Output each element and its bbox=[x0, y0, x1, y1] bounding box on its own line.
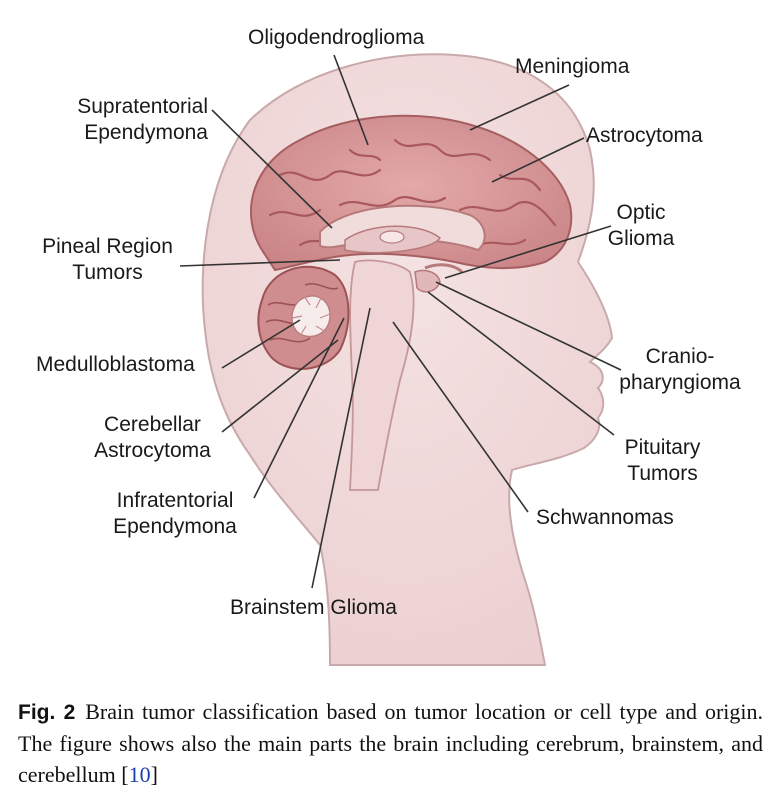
label-supratentorial-line1: Supratentorial bbox=[77, 95, 208, 118]
caption-label: Fig. 2 bbox=[18, 701, 76, 724]
label-optic-line1: Optic bbox=[616, 201, 666, 224]
caption-close-bracket: ] bbox=[150, 762, 158, 787]
caption-reference-link[interactable]: 10 bbox=[128, 762, 151, 787]
label-pituitary-line1: Pituitary bbox=[624, 436, 701, 459]
label-astrocytoma: Astrocytoma bbox=[586, 124, 703, 147]
label-cranio-line1: Cranio- bbox=[645, 345, 715, 368]
label-cerebellar-line1: Cerebellar bbox=[104, 413, 201, 436]
label-oligodendroglioma: Oligodendroglioma bbox=[248, 26, 425, 49]
cerebellum bbox=[257, 265, 350, 370]
label-optic-line2: Glioma bbox=[607, 227, 675, 250]
optic-nerve bbox=[424, 263, 464, 274]
label-brainstem-glioma: Brainstem Glioma bbox=[230, 596, 397, 619]
brain-tumor-figure: Oligodendroglioma Meningioma Supratentor… bbox=[36, 26, 741, 666]
caption-text: Brain tumor classification based on tumo… bbox=[18, 699, 763, 787]
label-medulloblastoma: Medulloblastoma bbox=[36, 353, 195, 376]
label-cerebellar-line2: Astrocytoma bbox=[94, 439, 211, 462]
label-schwannomas: Schwannomas bbox=[536, 506, 674, 529]
head-illustration bbox=[179, 53, 622, 666]
label-meningioma: Meningioma bbox=[515, 55, 630, 78]
brainstem bbox=[349, 259, 415, 491]
pineal-area bbox=[379, 230, 405, 244]
label-pineal-line1: Pineal Region bbox=[42, 235, 173, 258]
pituitary bbox=[414, 269, 441, 293]
label-pituitary-line2: Tumors bbox=[627, 462, 698, 485]
label-infratentorial-line2: Ependymona bbox=[113, 515, 237, 538]
label-pineal-line2: Tumors bbox=[72, 261, 143, 284]
label-supratentorial-line2: Ependymona bbox=[84, 121, 208, 144]
label-infratentorial-line1: Infratentorial bbox=[116, 489, 234, 512]
label-cranio-line2: pharyngioma bbox=[619, 371, 741, 394]
leader-lines bbox=[179, 54, 622, 589]
